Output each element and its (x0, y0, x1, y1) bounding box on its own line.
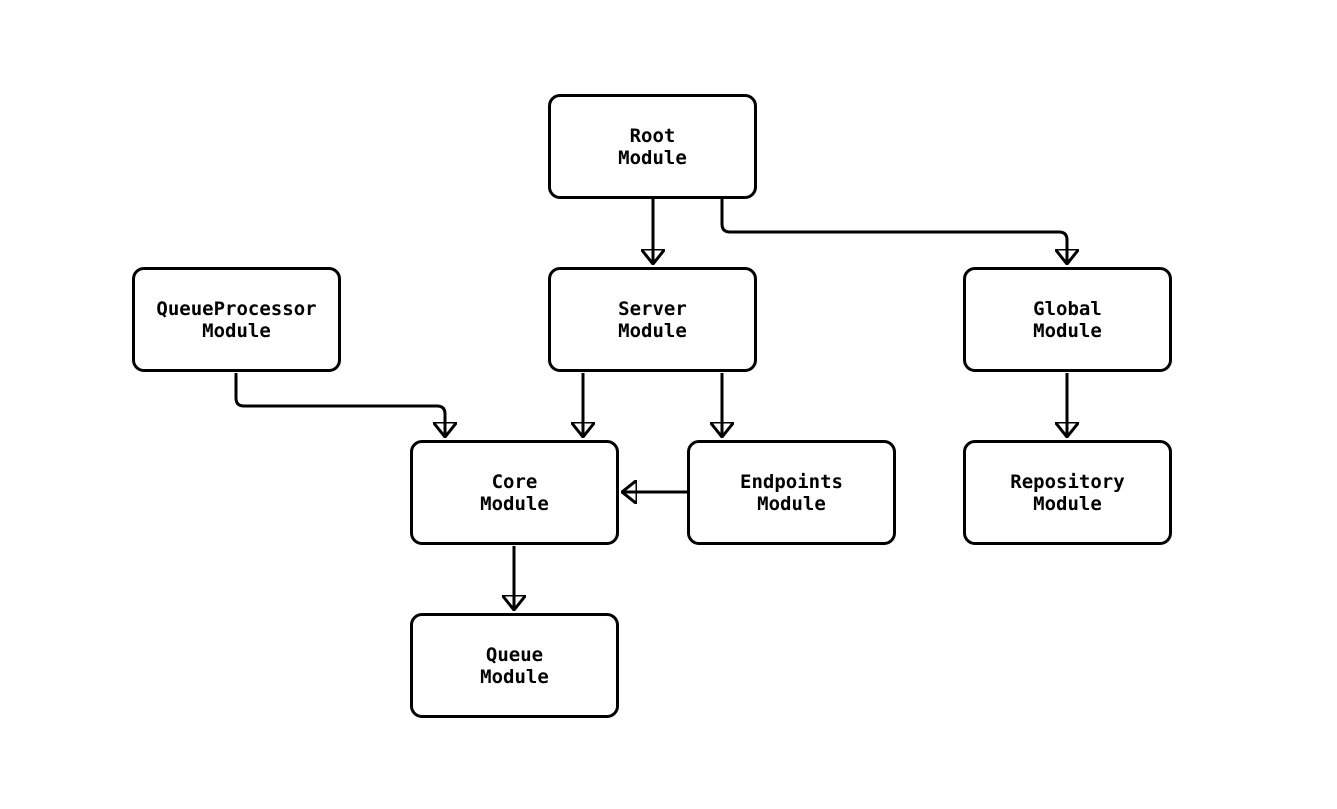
edge-queueprocessor-to-core (234, 373, 445, 437)
node-root-module: Root Module (548, 94, 757, 199)
node-global-module: Global Module (963, 267, 1172, 372)
node-queue-module: Queue Module (410, 613, 619, 718)
node-core-module: Core Module (410, 440, 619, 545)
edge-root-to-global (720, 199, 1067, 264)
node-queueprocessor-module: QueueProcessor Module (132, 267, 341, 372)
node-repository-module: Repository Module (963, 440, 1172, 545)
node-endpoints-module: Endpoints Module (687, 440, 896, 545)
node-server-module: Server Module (548, 267, 757, 372)
